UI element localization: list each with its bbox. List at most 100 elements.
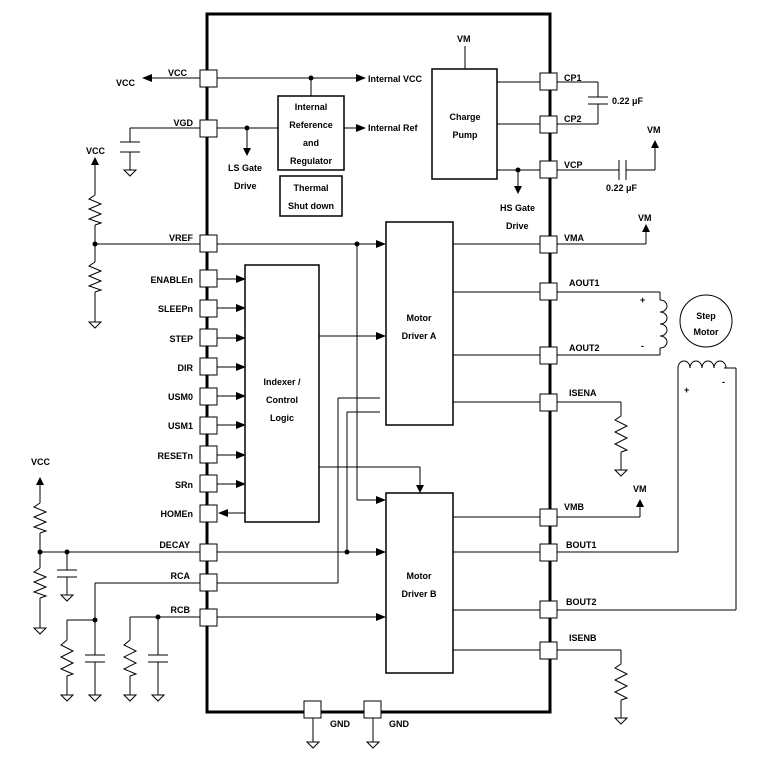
label-vref: VREF <box>169 233 194 243</box>
driver-a-label-2: Driver A <box>402 331 437 341</box>
label-internal-vcc: Internal VCC <box>368 74 423 84</box>
pin-cp1 <box>539 72 558 91</box>
indexer-block <box>244 264 320 523</box>
ground-symbols <box>32 169 629 749</box>
label-enable: ENABLEn <box>151 275 194 285</box>
label-cap-vcp: 0.22 μF <box>606 183 638 193</box>
resistor-decay-bottom <box>32 567 48 599</box>
label-minus-b: - <box>722 377 725 387</box>
label-sleep: SLEEPn <box>158 304 193 314</box>
label-usm1: USM1 <box>168 421 193 431</box>
label-step: STEP <box>169 334 193 344</box>
left-pin-labels: VCC VGD VREF ENABLEn SLEEPn STEP DIR USM… <box>151 68 194 615</box>
regulator-label-2: Reference <box>289 120 333 130</box>
label-isena: ISENA <box>569 388 597 398</box>
label-vm-top: VM <box>457 34 471 44</box>
label-hs-gate-1: HS Gate <box>500 203 535 213</box>
label-gnd-1: GND <box>330 719 351 729</box>
label-aout1: AOUT1 <box>569 278 600 288</box>
label-decay: DECAY <box>159 540 190 550</box>
indexer-label-3: Logic <box>270 413 294 423</box>
thermal-label-2: Shut down <box>288 201 334 211</box>
wires <box>39 46 737 742</box>
label-usm0: USM0 <box>168 392 193 402</box>
pin-vref <box>199 234 218 253</box>
label-vma: VMA <box>564 233 585 243</box>
label-cp1: CP1 <box>564 73 582 83</box>
label-vcp: VCP <box>564 160 583 170</box>
pin-bout2 <box>539 600 558 619</box>
pin-vmb <box>539 508 558 527</box>
label-aout2: AOUT2 <box>569 343 600 353</box>
block-labels: Internal Reference and Regulator Thermal… <box>263 102 718 599</box>
pin-sr <box>199 474 218 493</box>
pin-aout1 <box>539 282 558 301</box>
regulator-block <box>277 95 345 171</box>
label-sr: SRn <box>175 480 193 490</box>
pin-vcc <box>199 69 218 88</box>
charge-pump-label-1: Charge <box>449 112 480 122</box>
driver-b-label-2: Driver B <box>401 589 437 599</box>
label-bout1: BOUT1 <box>566 540 597 550</box>
pin-decay <box>199 543 218 562</box>
thermal-label-1: Thermal <box>293 183 328 193</box>
pin-vma <box>539 235 558 254</box>
resistor-vref-top <box>87 194 103 226</box>
step-motor-body <box>679 294 733 348</box>
pin-bout1 <box>539 543 558 562</box>
motor-coils <box>659 294 736 369</box>
coil-a <box>659 299 668 349</box>
label-vmb: VMB <box>564 502 585 512</box>
annotation-labels: VCC Internal VCC Internal Ref LS Gate Dr… <box>31 34 725 494</box>
label-vcc-vref: VCC <box>86 146 106 156</box>
driver-b-block <box>385 492 454 674</box>
regulator-label-1: Internal <box>295 102 328 112</box>
right-pin-labels: CP1 CP2 VCP VMA AOUT1 AOUT2 ISENA VMB BO… <box>564 73 600 643</box>
label-minus-a: - <box>641 341 644 351</box>
label-plus-a: + <box>640 295 645 305</box>
label-vgd: VGD <box>173 118 193 128</box>
motor-label-1: Step <box>696 311 716 321</box>
motor-label-2: Motor <box>694 327 719 337</box>
charge-pump-block <box>431 68 498 180</box>
label-vm-vcp: VM <box>647 125 661 135</box>
pin-isenb <box>539 641 558 660</box>
pin-gnd-1 <box>303 700 322 719</box>
driver-a-block <box>385 221 454 426</box>
pin-reset <box>199 445 218 464</box>
charge-pump-label-2: Pump <box>452 130 478 140</box>
thermal-block <box>279 175 343 217</box>
pins <box>199 69 558 719</box>
pin-sleep <box>199 299 218 318</box>
blocks <box>244 68 498 674</box>
coil-b <box>677 360 727 369</box>
indexer-label-1: Indexer / <box>263 377 301 387</box>
pin-rcb <box>199 608 218 627</box>
pin-rca <box>199 573 218 592</box>
resistor-decay-top <box>32 502 48 534</box>
pin-home <box>199 504 218 523</box>
label-gnd-2: GND <box>389 719 410 729</box>
label-vcc-out: VCC <box>116 78 136 88</box>
pin-step <box>199 328 218 347</box>
pin-gnd-2 <box>363 700 382 719</box>
pin-enable <box>199 269 218 288</box>
label-ls-gate-2: Drive <box>234 181 257 191</box>
label-cap-cp: 0.22 μF <box>612 96 644 106</box>
label-rcb: RCB <box>171 605 191 615</box>
label-vcc-decay: VCC <box>31 457 51 467</box>
label-vm-vma: VM <box>638 213 652 223</box>
pin-vgd <box>199 119 218 138</box>
label-reset: RESETn <box>157 451 193 461</box>
pin-dir <box>199 357 218 376</box>
resistor-vref-bottom <box>87 261 103 293</box>
indexer-label-2: Control <box>266 395 298 405</box>
resistor-rca <box>59 639 75 677</box>
resistor-isena <box>613 415 629 453</box>
resistor-isenb <box>613 663 629 701</box>
label-dir: DIR <box>178 363 194 373</box>
pin-vcp <box>539 160 558 179</box>
bottom-pin-labels: GND GND <box>330 719 410 729</box>
label-internal-ref: Internal Ref <box>368 123 419 133</box>
